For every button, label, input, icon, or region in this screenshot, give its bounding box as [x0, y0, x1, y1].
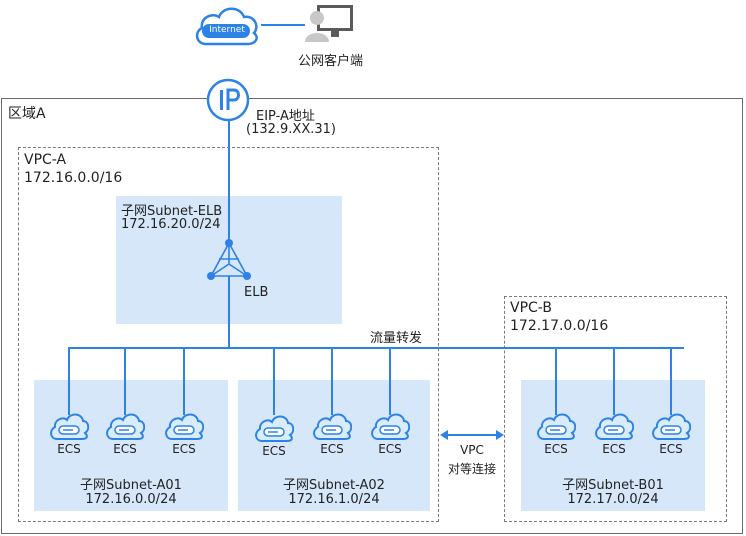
drop-line — [670, 347, 672, 415]
ecs-label: ECS — [320, 442, 344, 456]
ecs-label: ECS — [57, 442, 81, 456]
ecs-label: ECS — [378, 442, 402, 456]
ecs-instance[interactable]: ECS — [310, 410, 354, 472]
drop-line — [555, 347, 557, 415]
ecs-cloud-icon — [50, 413, 89, 440]
ecs-cloud-icon — [537, 413, 576, 440]
drop-line — [389, 347, 391, 415]
vpc-a-cidr: 172.16.0.0/16 — [24, 170, 123, 186]
subnet-a01 — [34, 380, 228, 511]
internet-client-line — [261, 24, 305, 26]
ecs-cloud-icon — [313, 413, 352, 440]
peering-label-2: 对等连接 — [447, 462, 496, 476]
region-label: 区域A — [8, 106, 46, 122]
subnet-b01-name: 子网Subnet-B01 — [562, 478, 664, 493]
peering-label-1: VPC — [460, 443, 484, 457]
ecs-cloud-icon — [652, 413, 691, 440]
subnet-b01-cidr: 172.17.0.0/24 — [567, 492, 659, 507]
internet-label: Internet — [209, 25, 245, 35]
subnet-a02-cidr: 172.16.1.0/24 — [288, 492, 380, 507]
ecs-label: ECS — [172, 442, 196, 456]
vpc-a-name: VPC-A — [24, 152, 67, 168]
internet-cloud-icon — [195, 7, 258, 46]
ecs-label: ECS — [659, 442, 683, 456]
subnet-a01-name: 子网Subnet-A01 — [80, 478, 182, 493]
region-a-container — [1, 98, 743, 534]
drop-line — [183, 347, 185, 415]
eip-icon — [206, 78, 250, 122]
subnet-elb-name: 子网Subnet-ELB — [121, 204, 223, 219]
ecs-label: ECS — [113, 442, 137, 456]
drop-line — [613, 347, 615, 415]
ecs-label: ECS — [602, 442, 626, 456]
elb-icon — [207, 239, 251, 280]
subnet-a01-cidr: 172.16.0.0/24 — [85, 492, 177, 507]
ecs-instance[interactable]: ECS — [103, 410, 147, 472]
eip-to-elb-line — [228, 118, 230, 240]
ecs-cloud-icon — [165, 413, 204, 440]
eip-label: EIP-A地址 — [256, 109, 315, 124]
ecs-label: ECS — [262, 444, 286, 458]
ecs-instance[interactable]: ECS — [47, 410, 91, 472]
client-icon — [305, 5, 353, 42]
peering-arrow-icon — [440, 430, 504, 440]
ecs-instance[interactable]: ECS — [534, 410, 578, 472]
ecs-label: ECS — [544, 442, 568, 456]
elb-to-bus-line — [228, 276, 230, 348]
vpc-b-container — [504, 296, 727, 522]
subnet-a02 — [238, 380, 430, 511]
ecs-cloud-icon — [595, 413, 634, 440]
drop-line — [124, 347, 126, 415]
vpc-b-name: VPC-B — [510, 300, 552, 316]
subnet-a02-name: 子网Subnet-A02 — [283, 478, 385, 493]
subnet-elb-cidr: 172.16.20.0/24 — [121, 217, 221, 232]
eip-address: (132.9.XX.31) — [246, 122, 336, 137]
ecs-cloud-icon — [106, 413, 145, 440]
drop-line — [273, 347, 275, 415]
ecs-instance[interactable]: ECS — [649, 410, 693, 472]
traffic-label: 流量转发 — [370, 331, 423, 346]
ecs-instance[interactable]: ECS — [368, 410, 412, 472]
ecs-instance[interactable]: ECS — [252, 412, 296, 474]
drop-line — [331, 347, 333, 415]
traffic-bus-a — [68, 347, 431, 349]
ecs-instance[interactable]: ECS — [162, 410, 206, 472]
ecs-cloud-icon — [255, 415, 294, 442]
client-label: 公网客户端 — [298, 54, 364, 69]
drop-line — [68, 347, 70, 415]
elb-label: ELB — [244, 285, 269, 300]
ecs-cloud-icon — [371, 413, 410, 440]
vpc-b-cidr: 172.17.0.0/16 — [510, 318, 609, 334]
ecs-instance[interactable]: ECS — [592, 410, 636, 472]
